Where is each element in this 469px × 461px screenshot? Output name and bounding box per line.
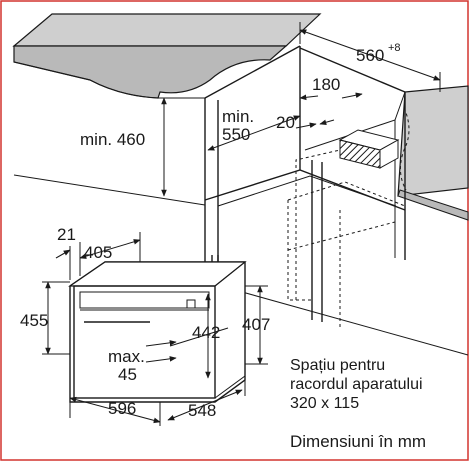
- dim-min-label: min.: [222, 107, 254, 126]
- left-countertop-top: [12, 13, 322, 47]
- dim-596: 596: [108, 399, 136, 418]
- note-line-2: racordul aparatului: [290, 376, 423, 393]
- dim-min-460: min. 460: [80, 130, 145, 149]
- note-line-3: 320 x 115: [290, 395, 359, 412]
- dim-560: 560: [356, 46, 384, 65]
- dim-442: 442: [192, 323, 220, 342]
- dim-405: 405: [84, 243, 112, 262]
- dim-45: 45: [118, 365, 137, 384]
- dim-20: 20: [276, 113, 295, 132]
- note-leader: [295, 149, 341, 300]
- dim-550: 550: [222, 125, 250, 144]
- dim-560-tolerance: +8: [388, 42, 401, 54]
- dim-455: 455: [20, 311, 48, 330]
- right-countertop: [397, 85, 469, 197]
- dim-max-label: max.: [108, 347, 145, 366]
- dim-548: 548: [188, 401, 216, 420]
- note-line-1: Spațiu pentru: [290, 357, 385, 374]
- dim-407: 407: [242, 315, 270, 334]
- dim-180: 180: [312, 75, 340, 94]
- dim-21: 21: [57, 225, 76, 244]
- units-caption: Dimensiuni în mm: [290, 432, 426, 451]
